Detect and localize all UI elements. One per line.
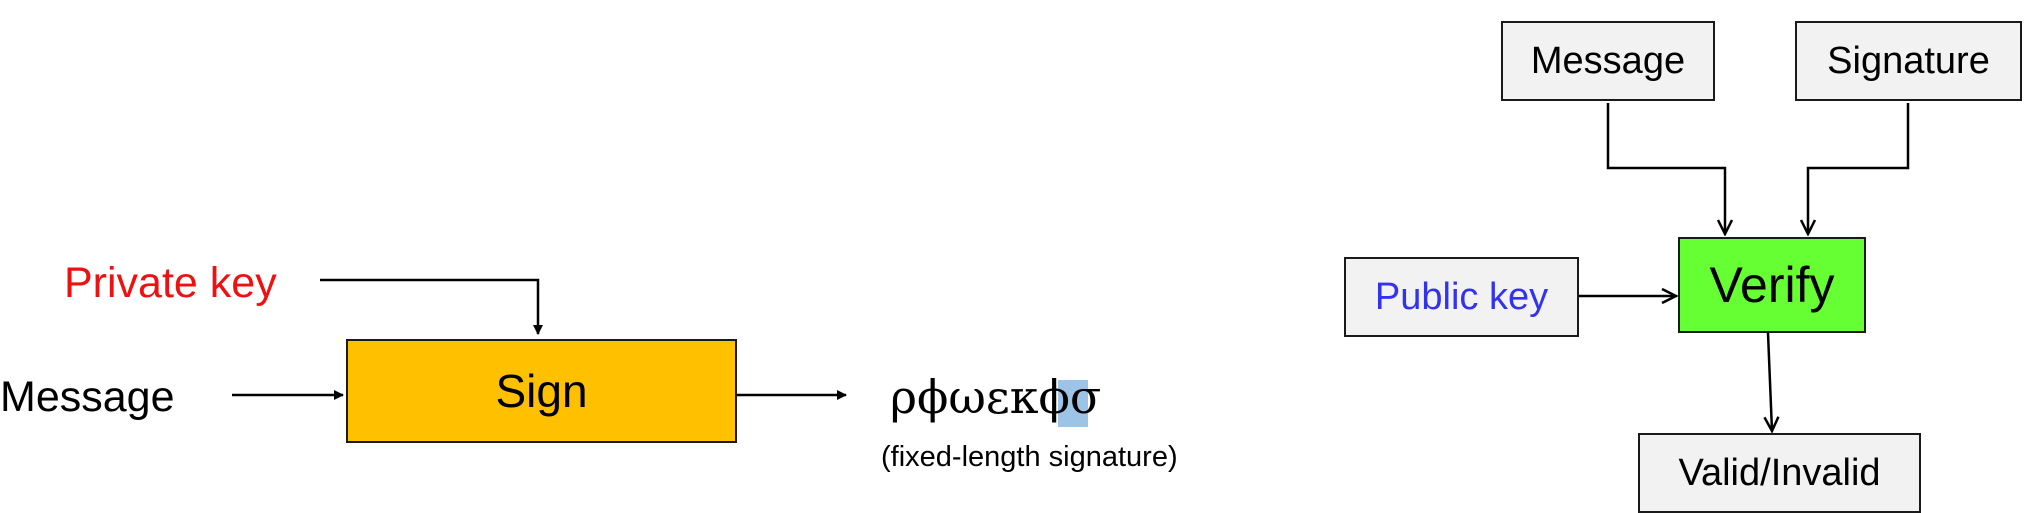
verify-to-result-arrow <box>1768 332 1772 431</box>
result-label: Valid/Invalid <box>1678 451 1881 494</box>
public-key-box: Public key <box>1344 257 1579 337</box>
public-key-label: Public key <box>1374 275 1549 318</box>
signature-cursor-highlight <box>1058 380 1088 427</box>
private-key-label: Private key <box>64 259 277 307</box>
signature-text: ρϕωεκϕσ <box>890 370 1102 424</box>
sign-label: Sign <box>495 365 588 417</box>
verify-signature-box: Signature <box>1795 21 2022 101</box>
verify-box: Verify <box>1678 237 1866 333</box>
signature-output: ρϕωεκϕσ <box>890 374 1101 427</box>
verify-message-label: Message <box>1530 39 1686 82</box>
verify-message-box: Message <box>1501 21 1715 101</box>
verify-label: Verify <box>1709 257 1835 313</box>
verify-signature-label: Signature <box>1827 39 1990 82</box>
sign-box: Sign <box>346 339 737 443</box>
signature-note: (fixed-length signature) <box>881 441 1178 473</box>
private-key-arrow <box>320 278 543 335</box>
message-label: Message <box>0 373 175 421</box>
signature-to-verify-arrow <box>1808 103 1910 234</box>
result-box: Valid/Invalid <box>1638 433 1921 513</box>
message-to-verify-arrow <box>1606 103 1725 234</box>
